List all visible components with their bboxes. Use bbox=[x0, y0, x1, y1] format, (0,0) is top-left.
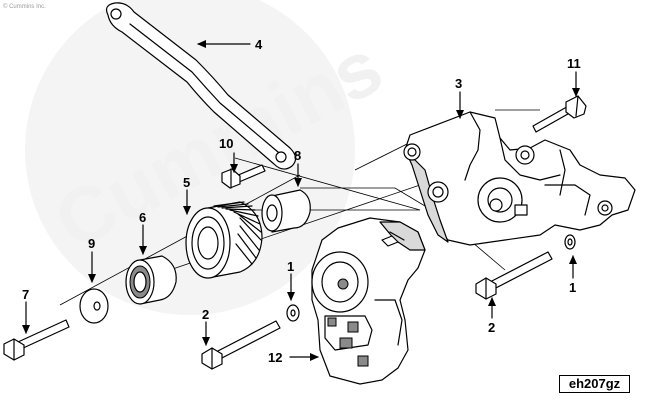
washer-1-left bbox=[286, 304, 300, 322]
bearing-6 bbox=[125, 255, 177, 305]
callout-1-right: 1 bbox=[569, 280, 576, 295]
tensioner-bracket bbox=[403, 111, 636, 246]
callout-labels: 4 3 11 10 8 5 6 9 7 1 2 12 1 2 bbox=[22, 37, 581, 365]
callout-4: 4 bbox=[255, 37, 263, 52]
bolt-10 bbox=[221, 164, 266, 189]
belt-tensioner-12 bbox=[311, 217, 426, 385]
callout-12: 12 bbox=[268, 350, 282, 365]
pulley-5 bbox=[185, 201, 263, 279]
callout-1-left: 1 bbox=[287, 259, 294, 274]
callout-9: 9 bbox=[88, 236, 95, 251]
bolt-7 bbox=[3, 319, 70, 361]
callout-10: 10 bbox=[219, 136, 233, 151]
bolt-2-right bbox=[475, 251, 553, 300]
copyright-text: © Cummins Inc. bbox=[3, 3, 46, 10]
callout-5: 5 bbox=[183, 175, 190, 190]
callout-6: 6 bbox=[139, 210, 146, 225]
bolt-11 bbox=[532, 95, 587, 133]
figure-id-label: eh207gz bbox=[559, 375, 630, 393]
leader-arrows bbox=[22, 40, 580, 361]
link-arm bbox=[105, 2, 297, 170]
washer-1-right bbox=[564, 234, 576, 250]
callout-8: 8 bbox=[294, 148, 301, 163]
bolt-2-left bbox=[201, 320, 281, 370]
watermark-logo: Cummins bbox=[25, 0, 396, 315]
callout-3: 3 bbox=[455, 76, 462, 91]
callout-2-right: 2 bbox=[488, 320, 495, 335]
callout-2-left: 2 bbox=[202, 307, 209, 322]
callout-7: 7 bbox=[22, 287, 29, 302]
washer-9 bbox=[79, 288, 109, 324]
spacer-8 bbox=[261, 189, 311, 233]
callout-11: 11 bbox=[567, 56, 581, 71]
